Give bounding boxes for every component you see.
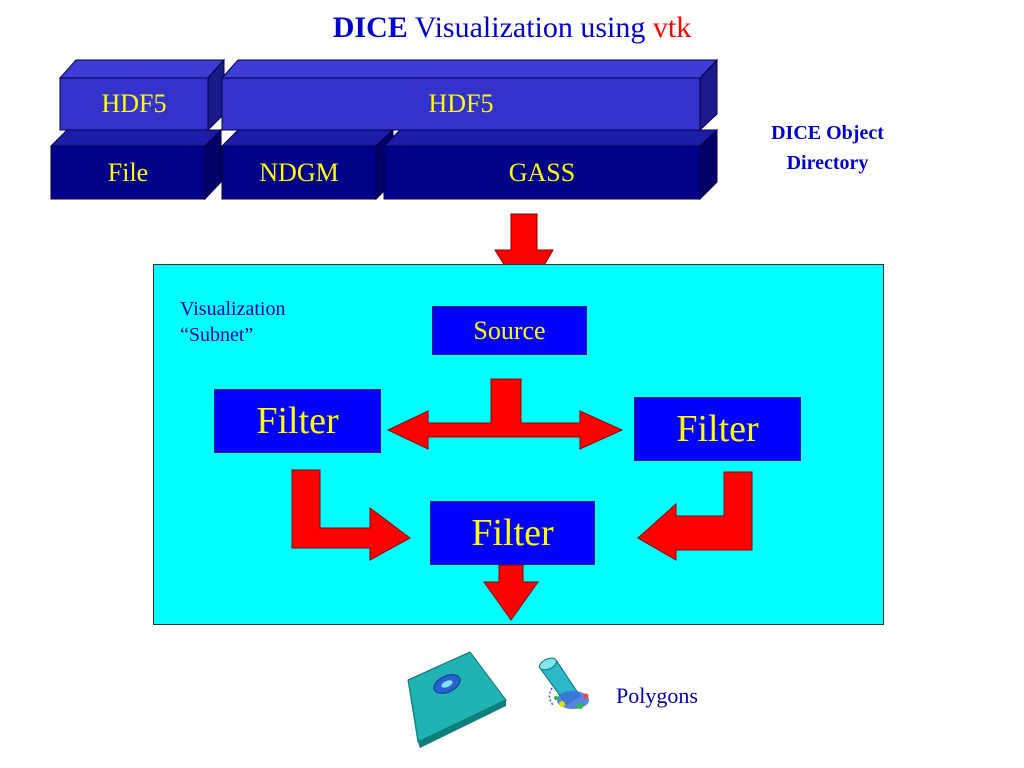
filter-right-box: Filter <box>634 397 801 461</box>
hdf5-wide-block <box>220 58 719 132</box>
filter-left-box: Filter <box>214 389 381 453</box>
subnet-label-line1: Visualization <box>180 298 286 320</box>
file-label: File <box>107 157 149 187</box>
file-block <box>49 128 223 201</box>
polygons-label: Polygons <box>616 683 698 708</box>
arrow-left-filter-to-bottom <box>291 469 411 561</box>
subnet-label: Visualization “Subnet” <box>180 296 380 348</box>
title-middle: Visualization using <box>407 11 653 44</box>
tube-render-image <box>539 657 589 709</box>
directory-line1: DICE Object <box>771 122 884 144</box>
gass-block <box>382 128 719 201</box>
hdf5-small-label: HDF5 <box>101 89 167 118</box>
source-box: Source <box>432 306 587 355</box>
subnet-label-line2: “Subnet” <box>180 324 254 346</box>
dice-object-directory-label: DICE Object Directory <box>740 118 915 178</box>
split-arrow <box>386 378 624 450</box>
hdf5-wide-label: HDF5 <box>428 89 494 118</box>
title-vtk: vtk <box>652 11 692 44</box>
hdf5-small-block <box>58 58 226 132</box>
plate-render-image <box>407 651 507 748</box>
ndgm-label: NDGM <box>259 157 339 187</box>
filter-bottom-box: Filter <box>430 501 595 565</box>
page-title: DICE Visualization using vtk <box>0 8 1024 48</box>
directory-line2: Directory <box>786 152 869 174</box>
title-dice: DICE <box>332 11 408 44</box>
arrow-right-filter-to-bottom <box>637 471 753 561</box>
gass-label: GASS <box>508 157 576 187</box>
arrow-down-output <box>483 564 539 621</box>
